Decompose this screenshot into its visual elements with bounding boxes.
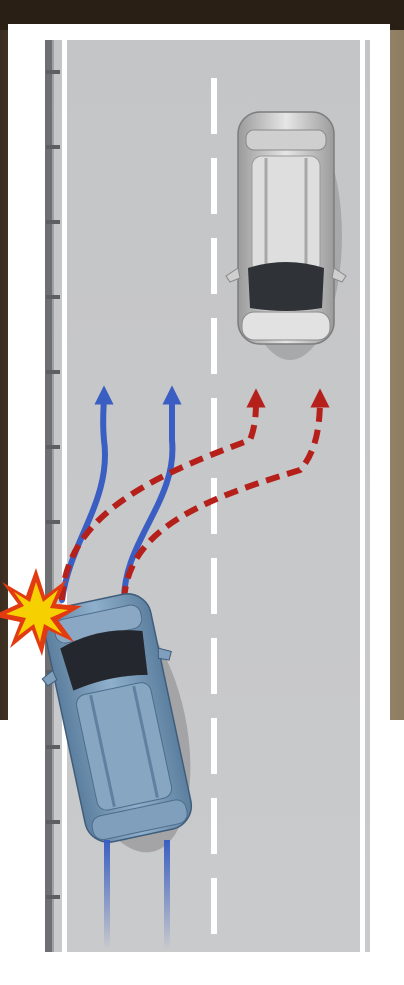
lane-dash (211, 238, 217, 294)
lead-car (226, 112, 346, 360)
lane-dash (211, 158, 217, 214)
center-lane-divider (211, 78, 217, 934)
guard-rail-post (46, 70, 60, 74)
lane-dash (211, 318, 217, 374)
guard-rail (45, 40, 54, 952)
guard-rail-post (46, 820, 60, 824)
lane-dash (211, 398, 217, 454)
lane-dash (211, 798, 217, 854)
guard-rail-post (46, 295, 60, 299)
left-edge-line (62, 40, 67, 952)
guard-rail-post (46, 520, 60, 524)
lane-dash (211, 78, 217, 134)
guard-rail-post (46, 745, 60, 749)
guard-rail-post (46, 145, 60, 149)
lane-dash (211, 558, 217, 614)
lane-dash (211, 718, 217, 774)
lane-dash (211, 878, 217, 934)
right-edge-line (360, 40, 365, 952)
lane-dash (211, 638, 217, 694)
guard-rail-post (46, 445, 60, 449)
lane-dash (211, 478, 217, 534)
guard-rail-post (46, 370, 60, 374)
guard-rail-post (46, 220, 60, 224)
lead-car-windshield (248, 262, 324, 311)
guard-rail-post (46, 895, 60, 899)
